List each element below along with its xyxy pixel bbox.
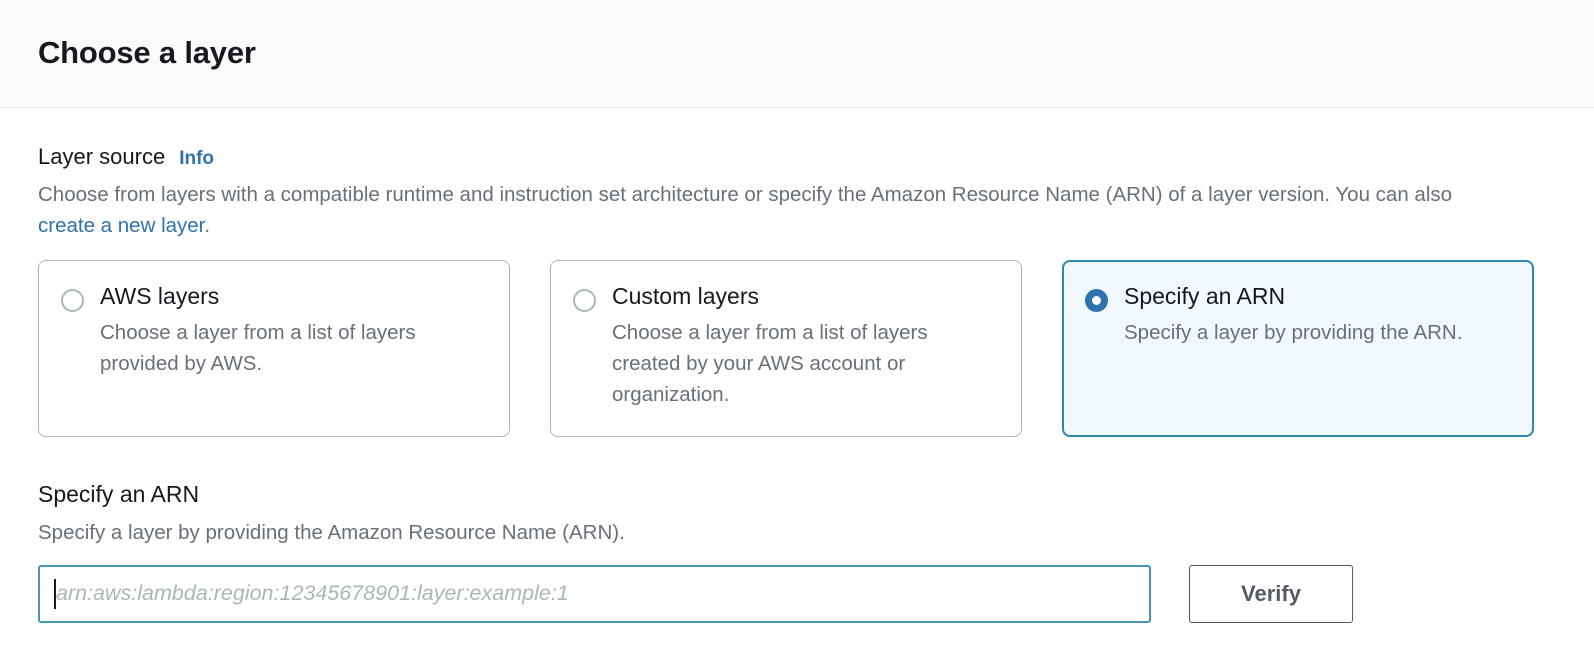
layer-source-description-text: Choose from layers with a compatible run… bbox=[38, 183, 1453, 207]
arn-input[interactable]: arn:aws:lambda:region:12345678901:layer:… bbox=[38, 564, 1151, 623]
radio-icon-aws-layers[interactable] bbox=[61, 289, 84, 313]
create-a-new-layer-link[interactable]: create a new layer bbox=[38, 214, 205, 238]
radio-card-specify-an-arn-description: Specify a layer by providing the ARN. bbox=[1124, 320, 1463, 344]
arn-input-row: arn:aws:lambda:region:12345678901:layer:… bbox=[38, 564, 1556, 623]
page-title: Choose a layer bbox=[38, 35, 256, 71]
layer-source-description-suffix: . bbox=[204, 214, 211, 238]
radio-card-specify-an-arn-text: Specify an ARN Specify a layer by provid… bbox=[1124, 283, 1462, 347]
layer-source-label-row: Layer source Info bbox=[38, 108, 1556, 170]
text-caret bbox=[54, 578, 56, 609]
verify-button[interactable]: Verify bbox=[1189, 564, 1353, 623]
layer-source-options: AWS layers Choose a layer from a list of… bbox=[38, 260, 1556, 438]
radio-card-custom-layers-text: Custom layers Choose a layer from a list… bbox=[612, 283, 1001, 409]
radio-card-aws-layers-text: AWS layers Choose a layer from a list of… bbox=[100, 283, 489, 378]
radio-icon-custom-layers[interactable] bbox=[573, 289, 596, 313]
arn-section-subtext: Specify a layer by providing the Amazon … bbox=[38, 520, 625, 544]
radio-card-aws-layers[interactable]: AWS layers Choose a layer from a list of… bbox=[38, 260, 510, 438]
radio-card-custom-layers-description: Choose a layer from a list of layers cre… bbox=[612, 320, 928, 406]
radio-card-specify-an-arn[interactable]: Specify an ARN Specify a layer by provid… bbox=[1062, 260, 1534, 438]
panel-header: Choose a layer bbox=[0, 0, 1594, 108]
layer-source-label: Layer source bbox=[38, 144, 166, 169]
radio-icon-specify-an-arn[interactable] bbox=[1085, 289, 1108, 313]
radio-card-aws-layers-description: Choose a layer from a list of layers pro… bbox=[100, 320, 416, 375]
radio-card-custom-layers[interactable]: Custom layers Choose a layer from a list… bbox=[550, 260, 1022, 438]
arn-section-heading: Specify an ARN bbox=[38, 481, 200, 508]
info-link[interactable]: Info bbox=[179, 148, 215, 169]
layer-source-description: Choose from layers with a compatible run… bbox=[38, 179, 1498, 241]
panel-body: Layer source Info Choose from layers wit… bbox=[0, 108, 1594, 623]
radio-card-custom-layers-title: Custom layers bbox=[612, 283, 759, 310]
arn-input-placeholder: arn:aws:lambda:region:12345678901:layer:… bbox=[56, 581, 569, 606]
radio-card-aws-layers-title: AWS layers bbox=[100, 283, 220, 310]
radio-card-specify-an-arn-title: Specify an ARN bbox=[1124, 283, 1286, 310]
radio-selected-dot-icon bbox=[1092, 296, 1101, 306]
